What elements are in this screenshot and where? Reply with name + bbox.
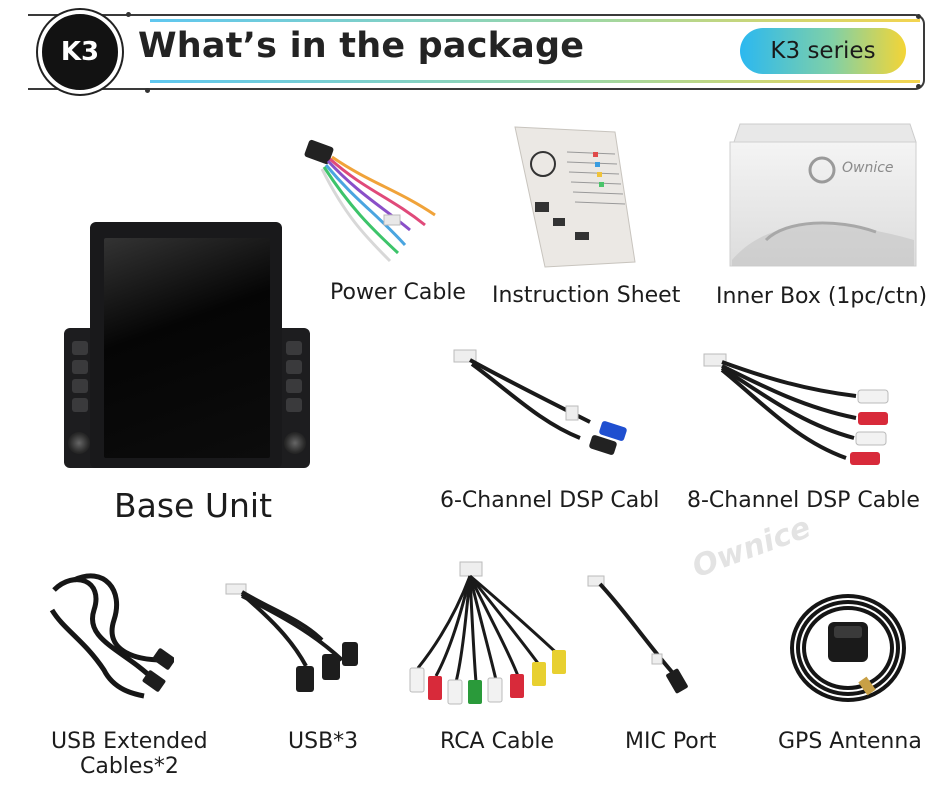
label-power-cable: Power Cable bbox=[330, 280, 466, 305]
power-cable-image bbox=[304, 139, 436, 263]
header-frame bbox=[28, 14, 925, 90]
label-usb-extended-line2: Cables*2 bbox=[80, 754, 179, 779]
series-pill: K3 series bbox=[740, 28, 906, 74]
rca-cable-image bbox=[409, 561, 566, 705]
usb3-cable-image bbox=[225, 583, 358, 692]
mic-port-image bbox=[587, 575, 688, 694]
instruction-sheet-image bbox=[514, 126, 636, 268]
label-dsp6: 6-Channel DSP Cabl bbox=[440, 488, 660, 513]
label-instruction-sheet: Instruction Sheet bbox=[492, 283, 681, 308]
header-dot bbox=[145, 88, 150, 93]
usb-extension-cables-image bbox=[49, 573, 174, 699]
label-dsp8: 8-Channel DSP Cable bbox=[687, 488, 920, 513]
header-dot bbox=[126, 12, 131, 17]
header-dot bbox=[916, 14, 921, 19]
watermark: Ownice bbox=[687, 510, 816, 585]
model-badge: K3 bbox=[38, 10, 122, 94]
label-inner-box: Inner Box (1pc/ctn) bbox=[716, 284, 928, 309]
label-gps-antenna: GPS Antenna bbox=[778, 729, 922, 754]
page-title: What’s in the package bbox=[138, 26, 585, 66]
label-usb3: USB*3 bbox=[288, 729, 359, 754]
dsp8-cable-image bbox=[703, 353, 889, 465]
head-unit-buttons bbox=[72, 336, 88, 417]
header-accent-line-top bbox=[150, 19, 920, 22]
label-usb-extended-line1: USB Extended bbox=[51, 729, 208, 754]
label-mic-port: MIC Port bbox=[625, 729, 717, 754]
dsp6-cable-image bbox=[453, 349, 627, 455]
inner-box-image bbox=[729, 123, 917, 267]
header-accent-line-bottom bbox=[150, 80, 920, 83]
label-rca-cable: RCA Cable bbox=[440, 729, 555, 754]
tune-knob-icon bbox=[284, 432, 306, 454]
head-unit-buttons bbox=[286, 336, 302, 417]
inner-box-brand: Ownice bbox=[842, 160, 894, 176]
head-unit-screen bbox=[104, 238, 270, 458]
volume-knob-icon bbox=[68, 432, 90, 454]
header-dot bbox=[916, 84, 921, 89]
label-base-unit: Base Unit bbox=[114, 486, 273, 525]
gps-antenna-image bbox=[790, 594, 906, 702]
